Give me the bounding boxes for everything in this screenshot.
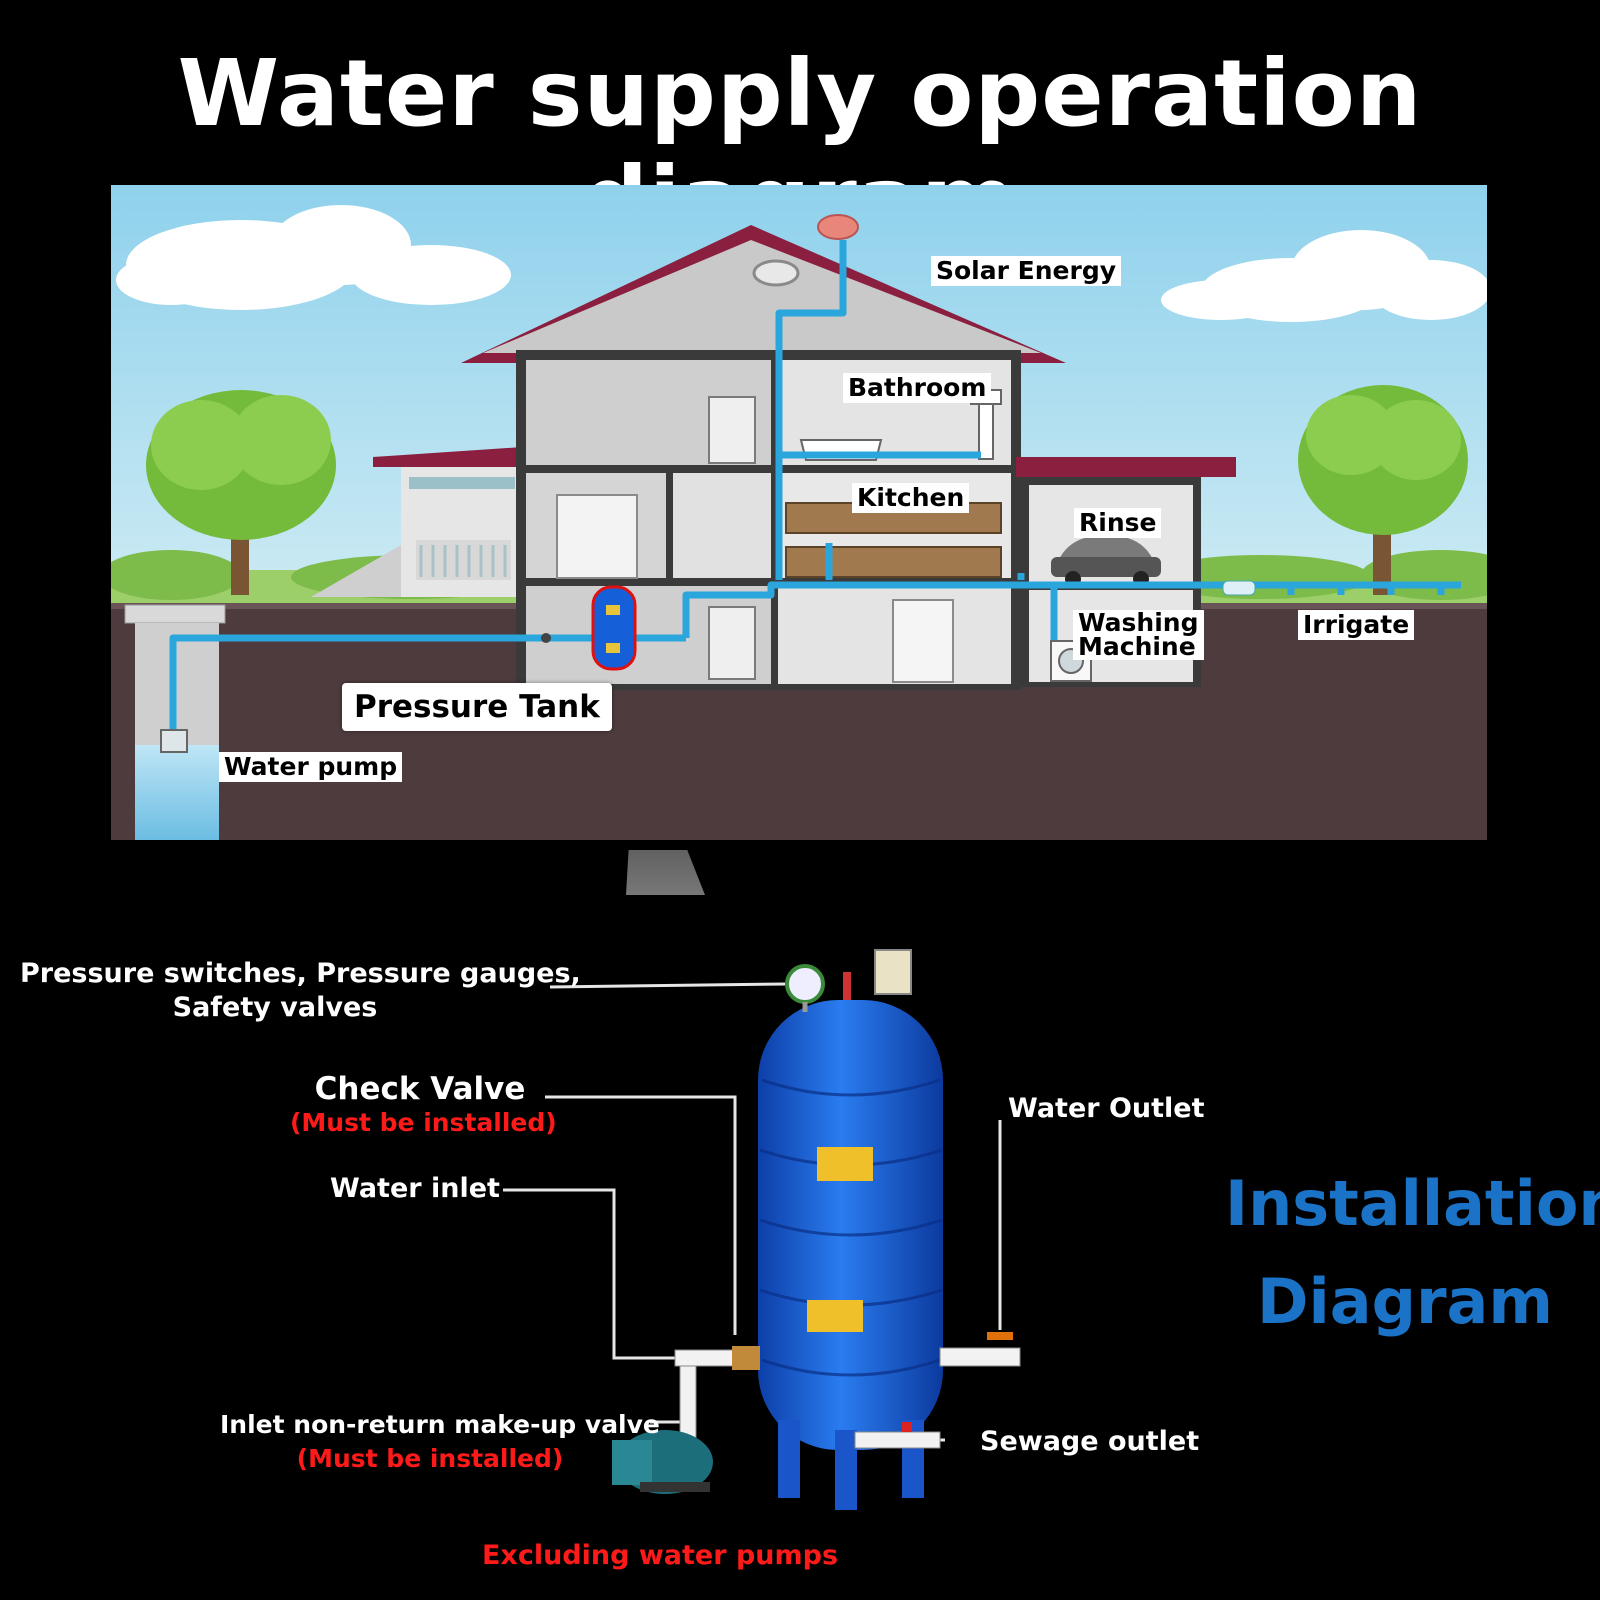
large-pressure-tank [758,1000,943,1510]
installation-diagram-title: Installation Diagram [1225,1155,1600,1351]
sewage-valve [854,1422,941,1449]
label-water-pump: Water pump [219,752,403,782]
label-irrigate: Irrigate [1298,610,1415,640]
annotation-water-outlet: Water Outlet [1008,1093,1205,1124]
pressure-switch-icon [874,949,912,995]
cloud-left [116,205,511,310]
label-washing-line1: Washing [1078,608,1199,637]
inlet-valve-assembly [674,1346,760,1445]
pressure-tank-small [591,585,637,671]
pressure-gauge-icon [785,964,825,1004]
annotation-water-inlet: Water inlet [330,1173,500,1204]
tree-left [146,390,336,595]
zoom-wedge [626,850,705,895]
annotation-sewage-outlet: Sewage outlet [980,1426,1200,1457]
annotation-check-valve: Check Valve (Must be installed) [290,1071,557,1140]
label-pressure-tank: Pressure Tank [342,683,612,731]
house-scene [111,185,1487,840]
well [124,604,226,840]
outlet-valve [939,1332,1021,1367]
label-rinse: Rinse [1074,508,1162,538]
excluding-pumps-note: Excluding water pumps [481,1540,839,1571]
annotation-inlet-valve-note: (Must be installed) [296,1444,564,1473]
well-pump [160,729,188,753]
label-washing-machine: Washing Machine [1073,610,1204,660]
installation-title-line2: Diagram [1257,1265,1553,1338]
pipe-filter [1222,580,1256,596]
installation-scene [503,850,1021,1510]
cloud-right [1161,230,1487,322]
tree-right [1298,385,1468,595]
label-washing-line2: Machine [1078,632,1196,661]
house-annex-left [311,447,523,597]
annotation-inlet-valve-label: Inlet non-return make-up valve [220,1410,660,1439]
label-kitchen: Kitchen [852,483,970,513]
label-bathroom: Bathroom [843,373,992,403]
safety-valve-icon [843,972,851,1000]
annotation-pressure-switches-line1: Pressure switches, Pressure gauges, [20,958,581,989]
house-main [461,225,1066,690]
annotation-check-valve-label: Check Valve [314,1071,526,1107]
annotation-pressure-switches-line2: Safety valves [172,992,378,1023]
solar-heater [817,214,859,240]
annotation-pressure-switches: Pressure switches, Pressure gauges, Safe… [20,957,581,1025]
water-pump-icon [612,1430,713,1494]
annotation-check-valve-note: (Must be installed) [290,1108,557,1137]
installation-title-line1: Installation [1225,1167,1600,1240]
annotation-inlet-valve: Inlet non-return make-up valve (Must be … [220,1408,660,1476]
label-solar-energy: Solar Energy [931,256,1122,286]
